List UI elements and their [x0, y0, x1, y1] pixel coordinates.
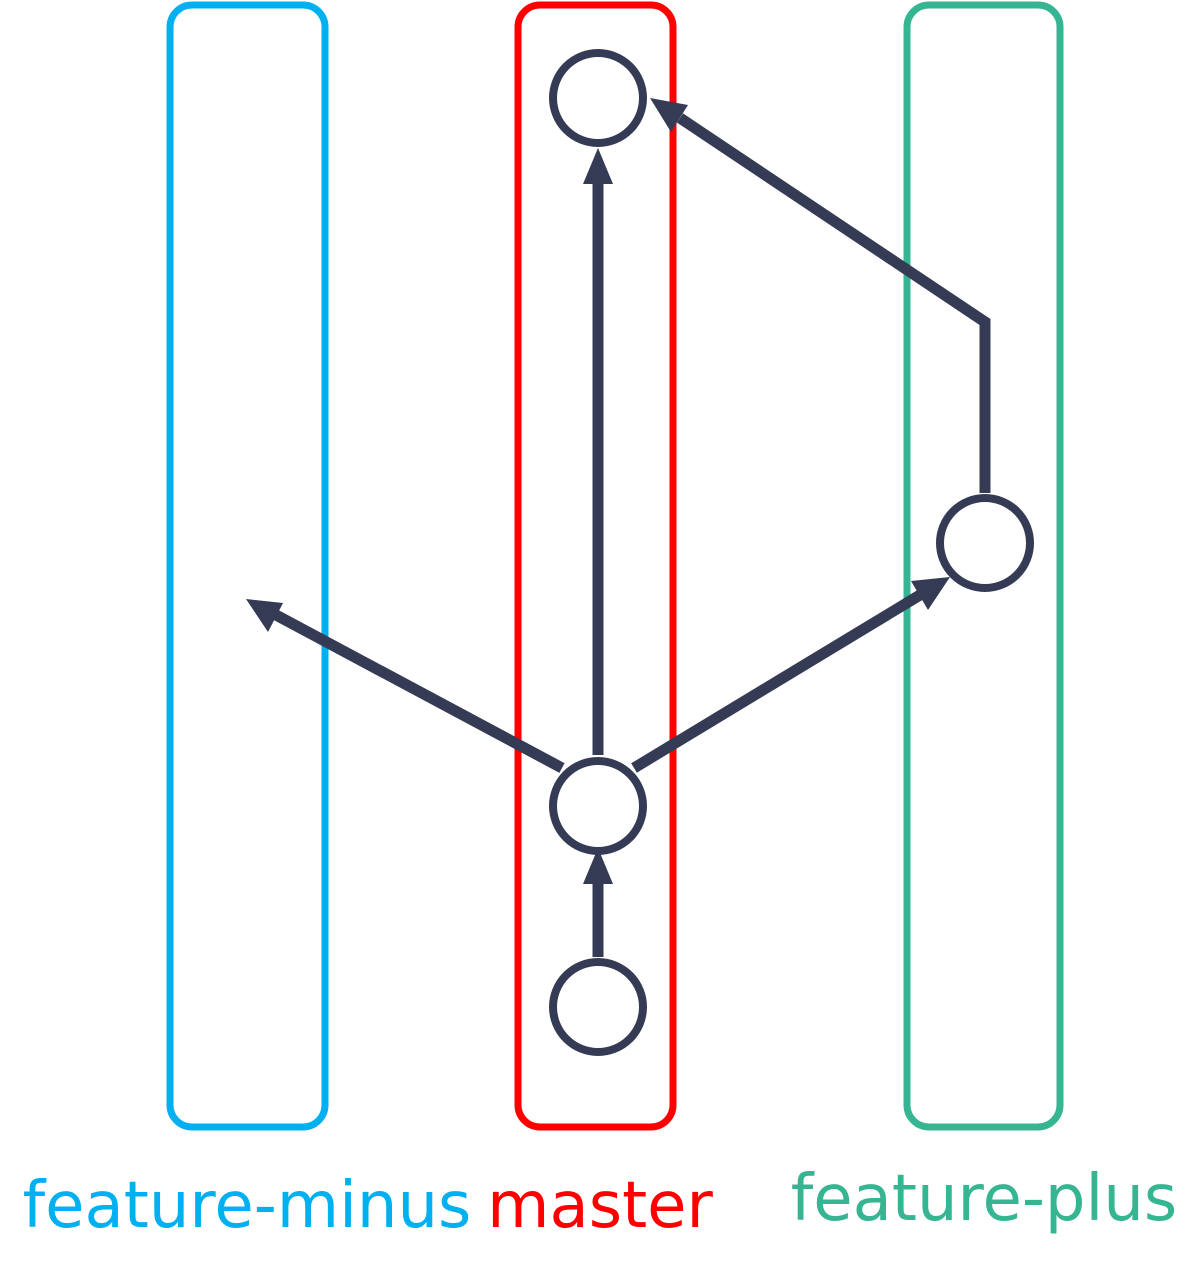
lane-master: [514, 1, 677, 1131]
label-feature-plus: feature-plus: [791, 1162, 1177, 1236]
commit-master-tip: [549, 49, 647, 147]
commit-master-root: [549, 958, 647, 1056]
commits: [549, 49, 1034, 1056]
edge-feature-plus-to-master-tip: [676, 113, 991, 493]
lane-feature-minus: [166, 1, 329, 1131]
arrowhead-feature-plus: [911, 577, 950, 610]
lane-feature-plus: [903, 1, 1064, 1131]
arrowhead-master-tip: [583, 148, 613, 184]
arrowhead-master-tip-merge: [650, 98, 688, 132]
edges: [246, 98, 991, 957]
edge-branch-point-to-feature-minus: [273, 610, 565, 773]
arrowhead-branch-point: [583, 848, 613, 884]
label-feature-minus: feature-minus: [23, 1169, 472, 1243]
commit-branch-point: [549, 757, 647, 855]
edge-branch-point-to-feature-plus: [631, 590, 923, 773]
commit-feature-plus: [936, 494, 1034, 592]
arrowhead-feature-minus: [246, 599, 283, 632]
label-master: master: [487, 1169, 713, 1243]
